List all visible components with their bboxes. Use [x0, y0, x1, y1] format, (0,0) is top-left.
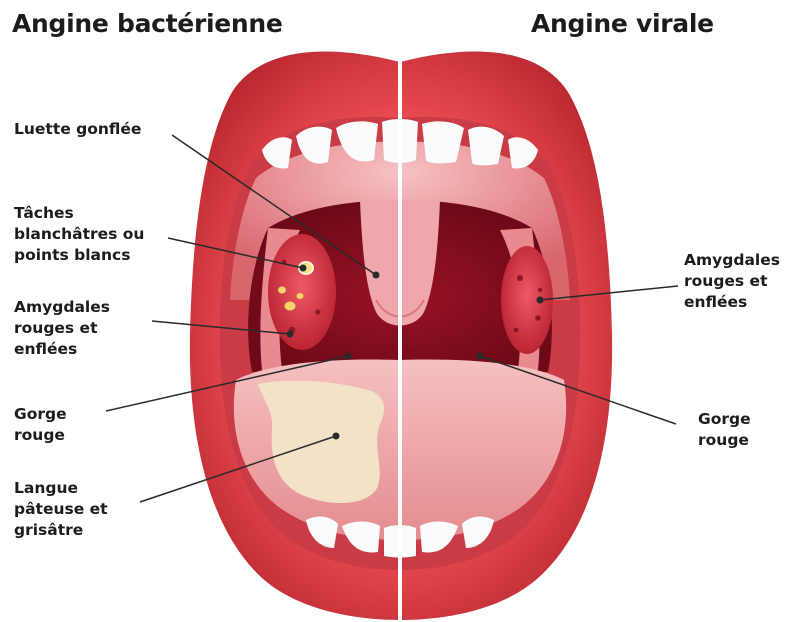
label-line: Tâches — [14, 203, 144, 224]
label-line: Luette gonflée — [14, 119, 141, 140]
label-line: Gorge — [14, 404, 67, 425]
label-langue: Langue pâteuse et grisâtre — [14, 478, 108, 541]
label-gorge-left: Gorge rouge — [14, 404, 67, 446]
label-line: blanchâtres ou — [14, 224, 144, 245]
label-line: Gorge — [698, 409, 751, 430]
label-line: Amygdales — [684, 250, 780, 271]
label-line: rouges et — [14, 318, 110, 339]
label-amygdales-left: Amygdales rouges et enflées — [14, 297, 110, 360]
title-viral: Angine virale — [531, 10, 714, 38]
label-gorge-right: Gorge rouge — [698, 409, 751, 451]
label-line: pâteuse et — [14, 499, 108, 520]
label-luette: Luette gonflée — [14, 119, 141, 140]
label-line: Langue — [14, 478, 108, 499]
label-line: Amygdales — [14, 297, 110, 318]
label-line: enflées — [14, 339, 110, 360]
label-amygdales-right: Amygdales rouges et enflées — [684, 250, 780, 313]
label-line: points blancs — [14, 245, 144, 266]
label-taches: Tâches blanchâtres ou points blancs — [14, 203, 144, 266]
label-line: rouge — [698, 430, 751, 451]
label-line: grisâtre — [14, 520, 108, 541]
label-line: rouge — [14, 425, 67, 446]
label-line: enflées — [684, 292, 780, 313]
label-line: rouges et — [684, 271, 780, 292]
title-bacterial: Angine bactérienne — [12, 10, 283, 38]
